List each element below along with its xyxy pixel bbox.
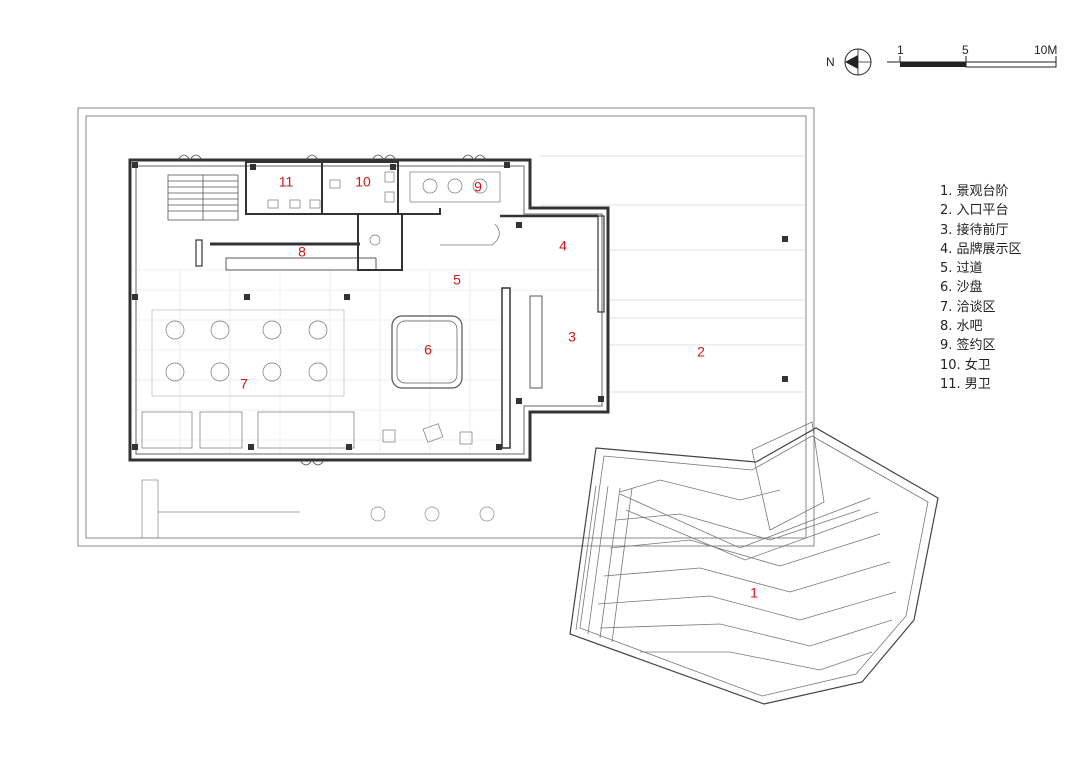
scale-bar: 1 5 10M <box>887 43 1057 68</box>
zone-number-7: 7 <box>240 376 248 392</box>
legend-item: 4. 品牌展示区 <box>940 241 1022 257</box>
north-arrow-icon: N <box>826 48 872 76</box>
legend-item: 1. 景观台阶 <box>940 184 1009 199</box>
scale-label-1: 1 <box>897 43 904 57</box>
zone-number-6: 6 <box>424 342 432 358</box>
zone-number-11: 11 <box>279 174 294 190</box>
stair <box>167 174 239 221</box>
legend-item: 7. 洽谈区 <box>940 299 996 315</box>
exterior-walls-inner <box>135 165 603 455</box>
zone-number-9: 9 <box>474 179 482 195</box>
entrance-platform-grid <box>540 155 806 393</box>
outdoor-furniture <box>141 479 495 539</box>
legend-item: 10. 女卫 <box>940 357 991 373</box>
doors <box>177 154 487 466</box>
legend-item: 8. 水吧 <box>940 319 983 335</box>
zone-number-2: 2 <box>697 344 705 360</box>
zone-legend: 1. 景观台阶 2. 入口平台 3. 接待前厅 4. 品牌展示区 5. 过道 6… <box>940 182 1022 394</box>
columns <box>132 162 788 450</box>
zone-number-8: 8 <box>298 244 306 260</box>
floor-grid <box>132 269 600 455</box>
legend-item: 9. 签约区 <box>940 338 996 354</box>
restroom-fixtures <box>267 171 395 246</box>
legend-item: 5. 过道 <box>940 261 983 277</box>
legend-item: 2. 入口平台 <box>940 203 1009 219</box>
negotiation-furniture <box>141 309 473 449</box>
scale-label-10m: 10M <box>1034 43 1057 57</box>
zone-number-10: 10 <box>355 174 371 190</box>
zone-labels: 1 2 3 4 5 6 7 8 9 10 11 <box>240 174 758 601</box>
site-boundary <box>77 107 815 547</box>
north-label: N <box>826 55 835 69</box>
legend-item: 11. 男卫 <box>940 376 991 392</box>
signing-area <box>402 171 501 246</box>
legend-item: 3. 接待前厅 <box>940 222 1009 238</box>
zone-number-1: 1 <box>750 585 758 601</box>
landscape-steps <box>569 421 939 705</box>
exterior-walls <box>128 158 610 462</box>
restroom-block <box>245 161 403 271</box>
scale-label-5: 5 <box>962 43 969 57</box>
zone-number-5: 5 <box>453 272 461 288</box>
zone-number-4: 4 <box>559 238 567 254</box>
legend-item: 6. 沙盘 <box>940 280 983 296</box>
reception-walls <box>500 214 605 449</box>
water-bar <box>195 239 377 271</box>
sand-table <box>391 315 463 389</box>
zone-number-3: 3 <box>568 329 576 345</box>
